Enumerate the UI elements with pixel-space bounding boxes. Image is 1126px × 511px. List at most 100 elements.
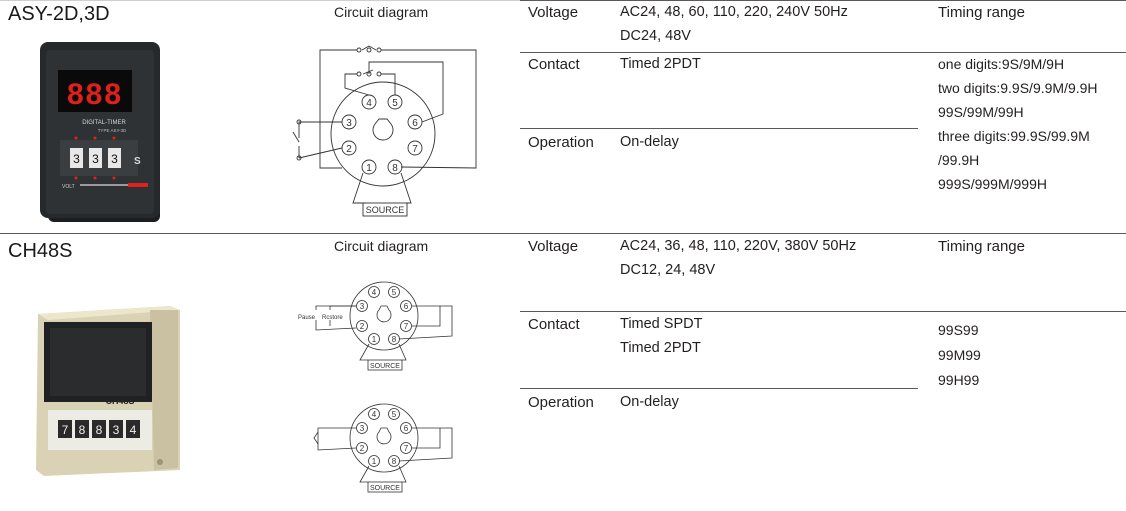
asy-dial-0[interactable]: 3 — [70, 148, 83, 168]
ch48s-brand-label: CH48S — [105, 396, 134, 406]
ch48s-dial-3[interactable]: 3 — [109, 420, 123, 438]
asy-timing-label: Timing range — [938, 4, 1025, 21]
svg-text:7: 7 — [404, 444, 409, 453]
svg-text:2: 2 — [360, 444, 365, 453]
ch48s-timing-line-2: 99M99 — [938, 347, 981, 363]
svg-text:4: 4 — [130, 423, 137, 437]
svg-text:1: 1 — [372, 335, 377, 344]
asy-voltage-label: Voltage — [528, 4, 579, 21]
svg-text:7: 7 — [62, 423, 69, 437]
svg-text:3: 3 — [346, 118, 352, 129]
ch48s-dial-0[interactable]: 7 — [58, 420, 72, 438]
svg-text:5: 5 — [392, 288, 397, 297]
svg-text:1: 1 — [366, 163, 372, 174]
ch48s-a-pin-8: 8 — [388, 333, 400, 345]
svg-text:4: 4 — [372, 410, 377, 419]
asy-voltage-line-2: DC24, 48V — [620, 28, 691, 44]
ch48s-b-pin-3: 3 — [356, 422, 368, 434]
ch48s-timing-line-1: 99S99 — [938, 322, 979, 338]
svg-text:2: 2 — [346, 144, 352, 155]
asy-pin-7: 7 — [407, 140, 423, 156]
svg-text:7: 7 — [404, 322, 409, 331]
asy-pin-8: 8 — [387, 159, 403, 175]
ch48s-a-pin-5: 5 — [388, 286, 400, 298]
ch48s-timer-photo: CH48S 7 8 8 3 4 — [36, 306, 180, 476]
asy-timing-line-3: 99S/99M/99H — [938, 104, 1024, 120]
ch48s-contact-rule — [520, 311, 1126, 312]
svg-text:6: 6 — [404, 302, 409, 311]
ch48s-dial-4[interactable]: 4 — [126, 420, 140, 438]
ch48s-dial-2[interactable]: 8 — [92, 420, 106, 438]
ch48s-circuit-diagram-b: 4 5 3 6 2 7 1 8 SOURCE — [313, 403, 453, 493]
ch48s-b-pin-2: 2 — [356, 442, 368, 454]
ch48s-a-source-label: SOURCE — [370, 363, 400, 370]
asy-dial-2[interactable]: 3 — [108, 148, 121, 168]
ch48s-operation-label: Operation — [528, 394, 594, 411]
asy-volt-label: VOLT — [62, 184, 75, 190]
ch48s-voltage-line-1: AC24, 36, 48, 110, 220V, 380V 50Hz — [620, 238, 857, 254]
ch48s-restore-label: Rcstore — [322, 315, 343, 321]
ch48s-b-pin-1: 1 — [368, 455, 380, 467]
model-title-asy: ASY-2D,3D — [8, 3, 110, 25]
asy-pin-2: 2 — [341, 140, 357, 156]
svg-text:6: 6 — [412, 118, 418, 129]
ch48s-b-pin-7: 7 — [400, 442, 412, 454]
ch48s-contact-line-2: Timed 2PDT — [620, 340, 701, 356]
ch48s-circuit-diagram-a: 4 5 3 6 2 7 1 8 SOURCE Pause Rcstore — [298, 281, 453, 371]
svg-text:3: 3 — [92, 152, 99, 166]
ch48s-a-pin-7: 7 — [400, 320, 412, 332]
svg-text:5: 5 — [392, 98, 398, 109]
asy-pin-4: 4 — [361, 94, 377, 110]
svg-text:3: 3 — [360, 302, 365, 311]
asy-specs-top-rule — [520, 0, 1126, 1]
asy-voltage-line-1: AC24, 48, 60, 110, 220, 240V 50Hz — [620, 4, 848, 20]
ch48s-timing-line-3: 99H99 — [938, 372, 980, 388]
ch48s-contact-line-1: Timed SPDT — [620, 316, 703, 332]
asy-operation-rule — [520, 128, 918, 129]
asy-contact-label: Contact — [528, 56, 580, 73]
asy-timing-line-5: /99.9H — [938, 152, 980, 168]
ch48s-b-pin-5: 5 — [388, 408, 400, 420]
asy-unit-label: S — [134, 156, 141, 167]
asy-timing-line-4: three digits:99.9S/99.9M — [938, 128, 1090, 144]
svg-text:3: 3 — [111, 152, 118, 166]
asy-type-text: TYPE ASY-3D — [98, 128, 127, 133]
asy-pin-6: 6 — [407, 114, 423, 130]
asy-source-label: SOURCE — [366, 205, 405, 215]
asy-contact-value: Timed 2PDT — [620, 56, 701, 72]
ch48s-a-pin-4: 4 — [368, 286, 380, 298]
svg-text:8: 8 — [96, 423, 103, 437]
ch48s-dial-1[interactable]: 8 — [75, 420, 89, 438]
asy-timing-line-1: one digits:9S/9M/9H — [938, 56, 1065, 72]
asy-dial-1[interactable]: 3 — [89, 148, 102, 168]
svg-text:3: 3 — [113, 423, 120, 437]
ch48s-a-pin-6: 6 — [400, 300, 412, 312]
svg-text:6: 6 — [404, 424, 409, 433]
ch48s-a-pin-2: 2 — [356, 320, 368, 332]
svg-text:8: 8 — [79, 423, 86, 437]
svg-text:3: 3 — [360, 424, 365, 433]
svg-text:5: 5 — [392, 410, 397, 419]
svg-text:4: 4 — [372, 288, 377, 297]
ch48s-b-source-label: SOURCE — [370, 485, 400, 492]
asy-contact-rule — [520, 52, 1126, 53]
asy-display-digits: 888 — [67, 78, 123, 111]
svg-text:4: 4 — [366, 98, 372, 109]
ch48s-operation-rule — [520, 388, 918, 389]
asy-operation-value: On-delay — [620, 134, 679, 150]
asy-pin-1: 1 — [361, 159, 377, 175]
asy-timing-line-6: 999S/999M/999H — [938, 176, 1047, 192]
asy-timer-photo: 888 DIGITAL-TIMER TYPE ASY-3D 3 3 3 S VO… — [40, 42, 160, 222]
ch48s-b-pin-8: 8 — [388, 455, 400, 467]
circuit-label-2: Circuit diagram — [334, 238, 429, 254]
svg-text:8: 8 — [392, 163, 398, 174]
model-title-ch48s: CH48S — [8, 240, 73, 262]
ch48s-contact-label: Contact — [528, 316, 580, 333]
ch48s-pause-label: Pause — [298, 315, 316, 321]
asy-pin-3: 3 — [341, 114, 357, 130]
svg-text:1: 1 — [372, 457, 377, 466]
svg-text:3: 3 — [73, 152, 80, 166]
ch48s-a-pin-1: 1 — [368, 333, 380, 345]
circuit-label-1: Circuit diagram — [334, 4, 429, 20]
row-divider — [0, 233, 1126, 234]
